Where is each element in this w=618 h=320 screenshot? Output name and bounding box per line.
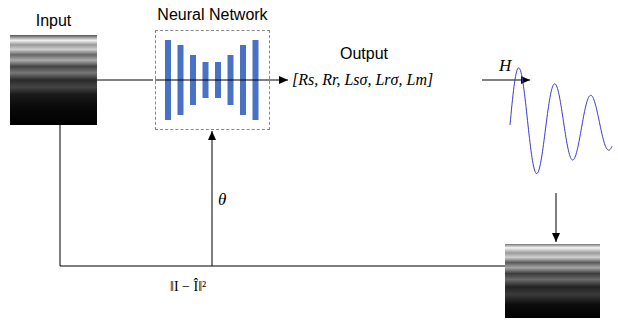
node-body: [Rs, Rr, Lsσ, Lrσ, Lm] <box>290 70 438 90</box>
reconstructed-image <box>505 244 600 318</box>
output-vector: Output[Rs, Rr, Lsσ, Lrσ, Lm] <box>290 70 438 90</box>
connector <box>97 80 153 81</box>
input-image <box>10 35 97 125</box>
parameter-label: θ <box>218 190 226 210</box>
waveform <box>510 68 612 174</box>
through-line <box>155 80 270 81</box>
network-box: Neural Network <box>155 30 270 130</box>
loss-label: ‖I − Î‖² <box>170 279 206 295</box>
theta-arrow <box>212 131 213 266</box>
node-heading: Input <box>0 11 147 31</box>
down-arrow <box>556 193 557 242</box>
node-heading: Output <box>240 44 488 64</box>
node-heading: Neural Network <box>106 5 319 25</box>
feedback-line <box>60 125 505 266</box>
input-box: Input <box>10 35 97 125</box>
connector <box>270 80 288 81</box>
operator-label: H <box>499 56 511 76</box>
